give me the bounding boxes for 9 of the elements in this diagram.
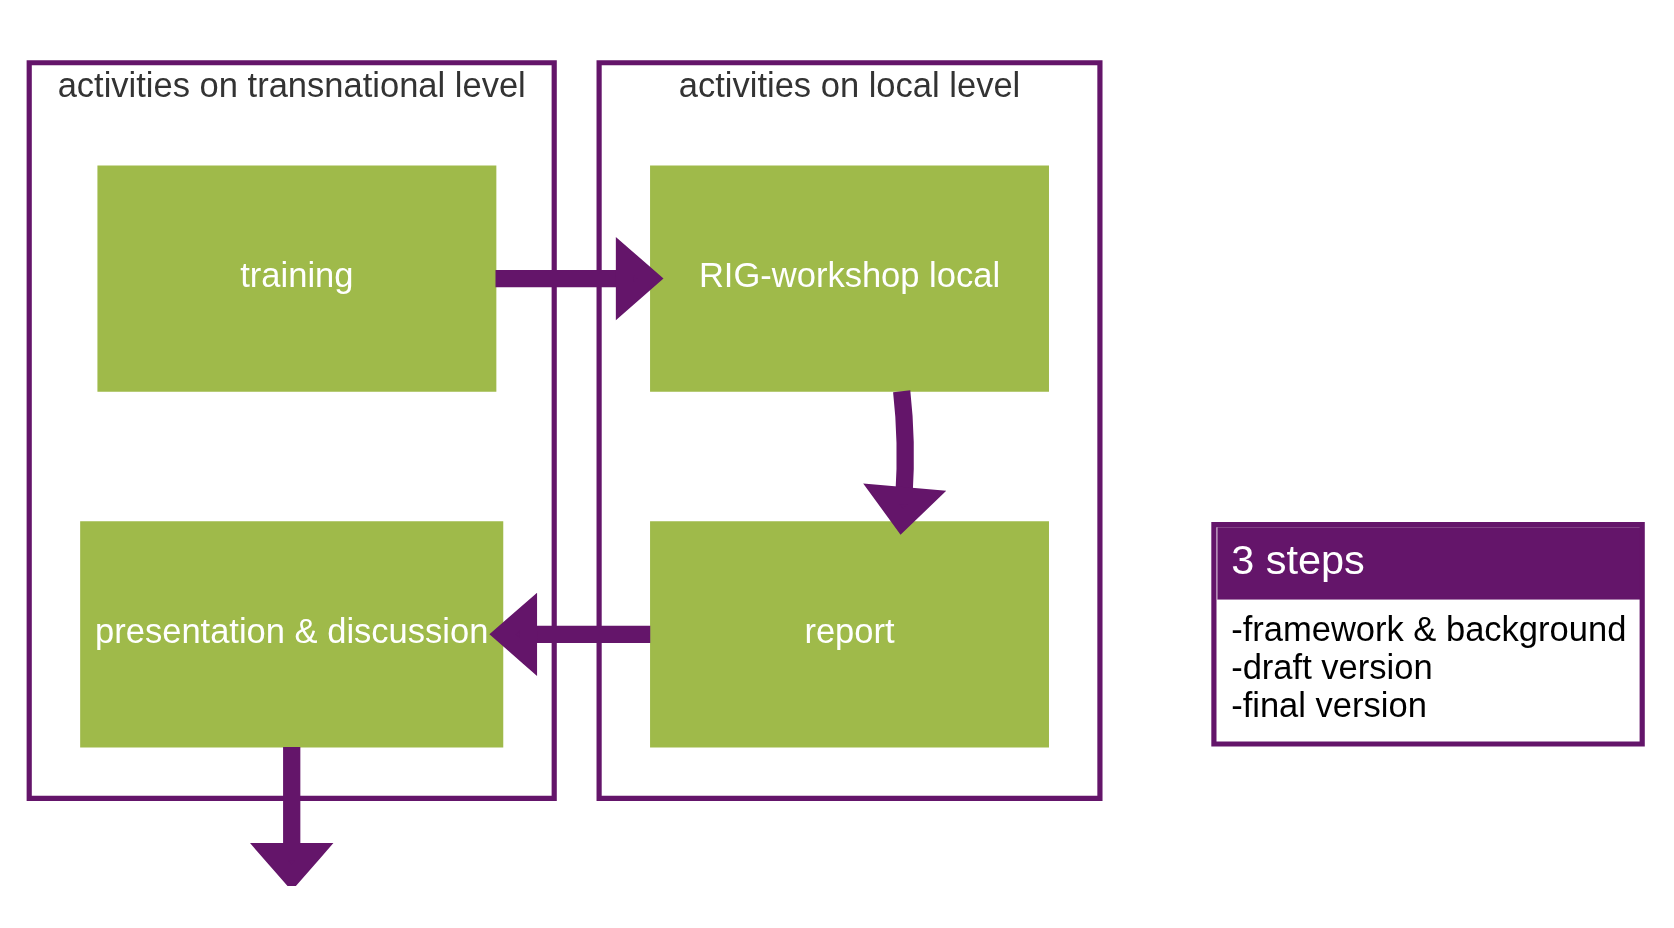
node-box: 3 steps -framework & background -draft version -final version — [1211, 522, 1645, 747]
node-box: presentation & discussion — [80, 521, 504, 748]
node-box: RIG-workshop local — [650, 165, 1049, 392]
arrow — [250, 747, 334, 886]
node-box: report — [650, 521, 1049, 748]
arrow — [489, 592, 651, 677]
arrow — [495, 236, 664, 321]
arrow — [863, 390, 947, 535]
node-box: training — [97, 165, 497, 392]
